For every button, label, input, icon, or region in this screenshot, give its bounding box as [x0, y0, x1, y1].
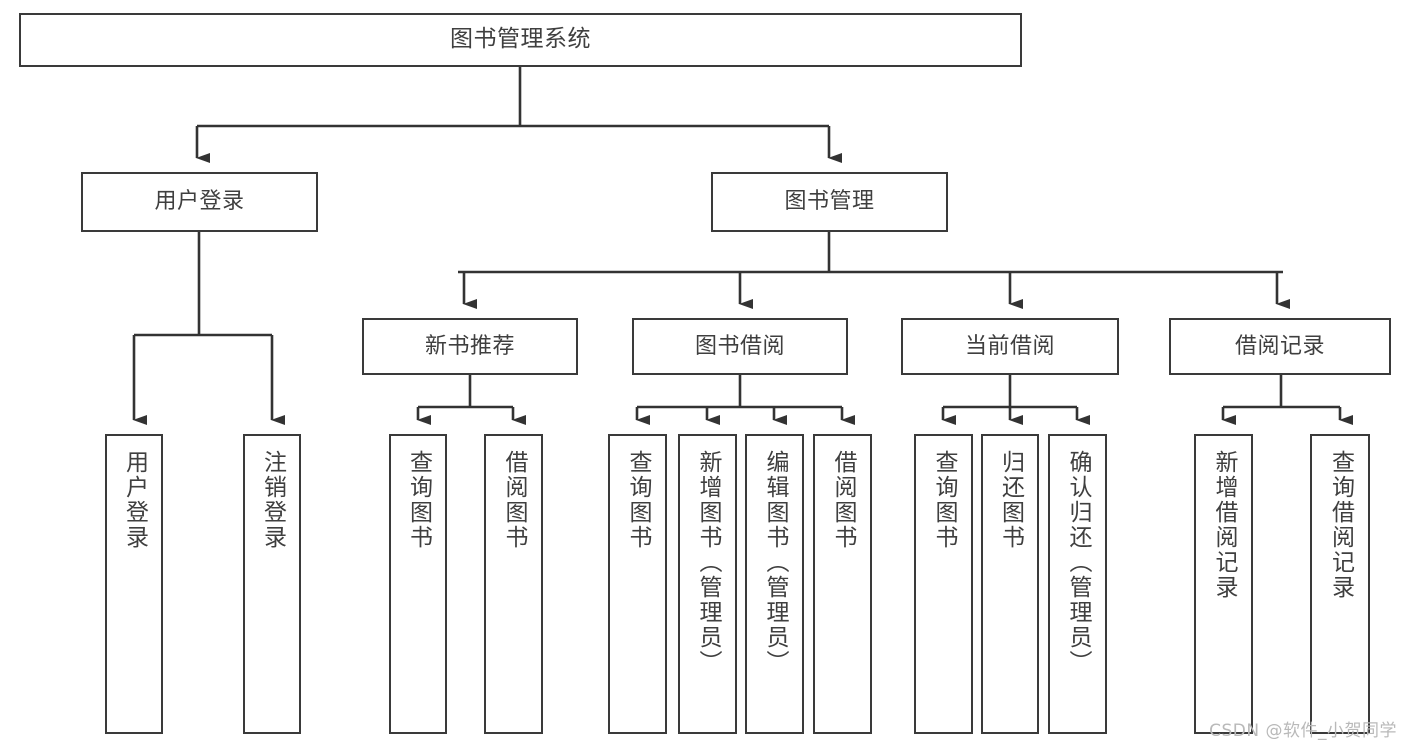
- node-book-borrow[interactable]: 图书借阅: [632, 318, 848, 375]
- node-label: 图书管理系统: [450, 26, 591, 53]
- node-label: 确认归还（管理员）: [1065, 450, 1091, 675]
- leaf-borrow-edit-book-admin[interactable]: 编辑图书（管理员）: [745, 434, 804, 734]
- node-label: 查询图书: [625, 450, 651, 550]
- node-label: 当前借阅: [964, 333, 1055, 359]
- node-new-book-recommend[interactable]: 新书推荐: [362, 318, 578, 375]
- leaf-current-query-book[interactable]: 查询图书: [914, 434, 973, 734]
- leaf-borrow-add-book-admin[interactable]: 新增图书（管理员）: [678, 434, 737, 734]
- node-label: 借阅记录: [1234, 333, 1325, 359]
- leaf-current-confirm-return-admin[interactable]: 确认归还（管理员）: [1048, 434, 1107, 734]
- node-label: 图书管理: [784, 189, 875, 215]
- leaf-user-login[interactable]: 用户登录: [105, 434, 163, 734]
- node-label: 查询借阅记录: [1327, 450, 1354, 600]
- node-label: 新增图书（管理员）: [695, 450, 721, 675]
- node-book-management[interactable]: 图书管理: [711, 172, 948, 232]
- node-label: 用户登录: [121, 450, 148, 550]
- leaf-user-logout[interactable]: 注销登录: [243, 434, 301, 734]
- leaf-record-add-borrow-record[interactable]: 新增借阅记录: [1194, 434, 1253, 734]
- leaf-borrow-query-book[interactable]: 查询图书: [608, 434, 667, 734]
- node-label: 新书推荐: [424, 333, 515, 359]
- node-label: 借阅图书: [830, 450, 856, 550]
- leaf-recommend-borrow-book[interactable]: 借阅图书: [484, 434, 543, 734]
- node-label: 借阅图书: [501, 450, 527, 550]
- node-label: 查询图书: [931, 450, 957, 550]
- node-root-system[interactable]: 图书管理系统: [19, 13, 1022, 67]
- leaf-record-query-borrow-record[interactable]: 查询借阅记录: [1310, 434, 1370, 734]
- node-current-borrow[interactable]: 当前借阅: [901, 318, 1119, 375]
- watermark: CSDN @软件_小贺同学: [1209, 721, 1397, 741]
- node-label: 图书借阅: [694, 333, 785, 359]
- node-user-login[interactable]: 用户登录: [81, 172, 318, 232]
- leaf-recommend-query-book[interactable]: 查询图书: [389, 434, 447, 734]
- node-label: 归还图书: [997, 450, 1024, 550]
- node-label: 编辑图书（管理员）: [762, 450, 788, 675]
- node-label: 查询图书: [405, 450, 432, 550]
- node-borrow-record[interactable]: 借阅记录: [1169, 318, 1391, 375]
- node-label: 用户登录: [154, 189, 245, 215]
- node-label: 新增借阅记录: [1211, 450, 1237, 600]
- leaf-current-return-book[interactable]: 归还图书: [981, 434, 1039, 734]
- leaf-borrow-borrow-book[interactable]: 借阅图书: [813, 434, 872, 734]
- node-label: 注销登录: [259, 450, 286, 550]
